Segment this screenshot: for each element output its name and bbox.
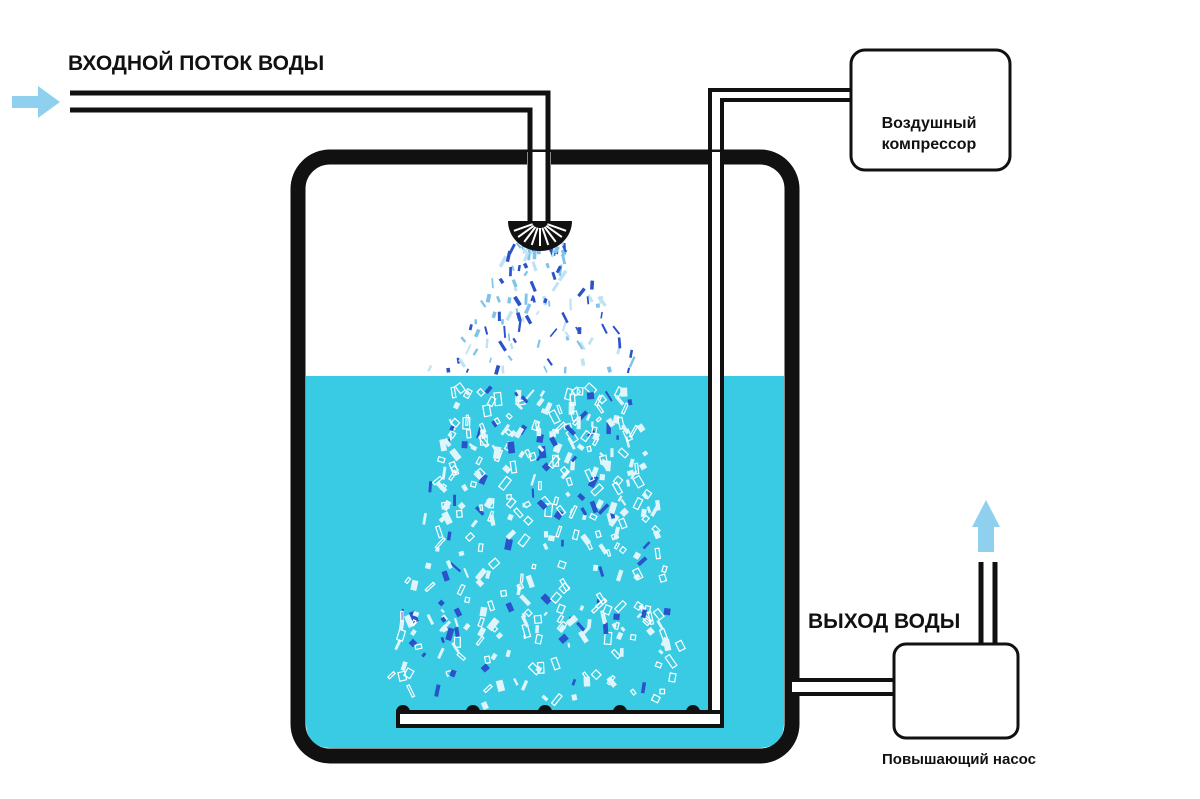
pump-label: Повышающий насос (882, 751, 1036, 768)
booster-pump-box (892, 642, 1020, 740)
air-bubbles (387, 381, 687, 711)
shower-head-icon (508, 221, 572, 251)
arrow-right-icon (12, 86, 60, 118)
outlet-label: ВЫХОД ВОДЫ (808, 610, 960, 633)
spray-droplets (427, 231, 636, 375)
compressor-label-line1: Воздушный (882, 115, 977, 132)
compressor-label-line2: компрессор (882, 136, 977, 153)
inlet-pipe (70, 90, 551, 222)
arrow-up-icon (972, 500, 1000, 552)
inlet-label: ВХОДНОЙ ПОТОК ВОДЫ (68, 51, 324, 75)
outlet-pipe (792, 678, 894, 696)
air-diffuser (396, 705, 724, 728)
air-pipe (708, 88, 851, 726)
pump-discharge-pipe (978, 562, 998, 644)
air-compressor-box (849, 48, 1012, 172)
